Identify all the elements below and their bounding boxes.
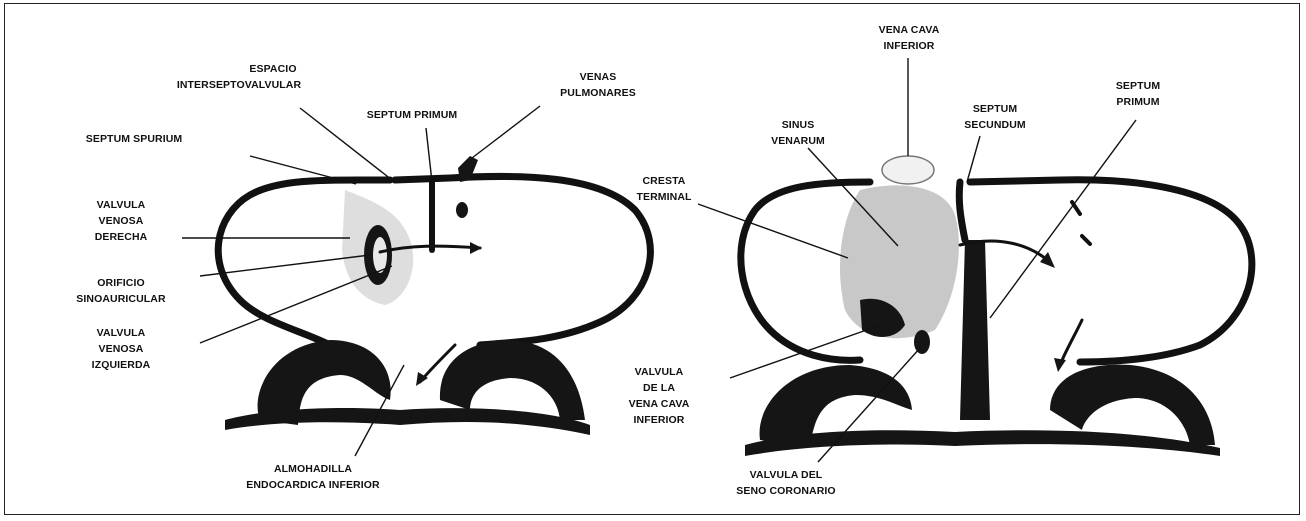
leader-sp-right	[990, 120, 1136, 318]
label-ss-1: SEPTUM	[973, 103, 1018, 115]
right-ventricle-base	[745, 430, 1220, 456]
septum-secundum	[959, 182, 965, 240]
label-espacio-1: ESPACIO	[249, 63, 296, 75]
label-vvci-4: INFERIOR	[634, 414, 685, 426]
label-vvd-3: DERECHA	[95, 231, 148, 243]
label-vci-top-2: INFERIOR	[884, 40, 935, 52]
label-orificio-2: SINOAURICULAR	[76, 293, 166, 305]
left-pulmonary-spot	[456, 202, 468, 218]
label-sp-2: PRIMUM	[1116, 96, 1159, 108]
left-flow-arrowhead	[470, 242, 482, 254]
label-septum-spurium: SEPTUM SPURIUM	[86, 133, 183, 145]
central-septum	[960, 240, 990, 420]
label-venas-1: VENAS	[580, 71, 617, 83]
label-vvi-2: VENOSA	[99, 343, 144, 355]
label-sp-1: SEPTUM	[1116, 80, 1161, 92]
left-heart-diagram	[218, 156, 650, 435]
label-almo-1: ALMOHADILLA	[274, 463, 352, 475]
leader-ss	[967, 136, 980, 182]
right-atrial-wall	[741, 180, 1252, 362]
label-vvci-2: DE LA	[643, 382, 675, 394]
sinoatrial-orifice	[373, 237, 387, 273]
right-down-arrow	[1060, 320, 1082, 365]
label-orificio-1: ORIFICIO	[97, 277, 144, 289]
ivc-oval	[882, 156, 934, 184]
right-down-arrowhead	[1054, 358, 1066, 372]
label-vvci-1: VALVULA	[635, 366, 684, 378]
leader-cresta	[698, 204, 848, 258]
label-septum-primum-left: SEPTUM PRIMUM	[367, 109, 458, 121]
leader-orificio	[200, 255, 370, 276]
label-sinus-1: SINUS	[782, 119, 815, 131]
left-ventricle-base	[225, 408, 590, 435]
label-vvci-3: VENA CAVA	[629, 398, 690, 410]
leader-venas	[472, 106, 540, 158]
left-lower-right-cushion	[440, 340, 585, 420]
label-venas-2: PULMONARES	[560, 87, 636, 99]
coronary-sinus-opening	[914, 330, 930, 354]
label-cresta-2: TERMINAL	[636, 191, 692, 203]
label-vvi-3: IZQUIERDA	[92, 359, 151, 371]
label-vsc-1: VALVULA DEL	[750, 469, 823, 481]
label-vvd-2: VENOSA	[99, 215, 144, 227]
label-espacio-2: INTERSEPTOVALVULAR	[177, 79, 302, 91]
label-vsc-2: SENO CORONARIO	[736, 485, 835, 497]
label-ss-2: SECUNDUM	[964, 119, 1026, 131]
label-sinus-2: VENARUM	[771, 135, 825, 147]
right-la-dashes	[1072, 202, 1090, 244]
label-cresta-1: CRESTA	[643, 175, 686, 187]
label-vvd-1: VALVULA	[97, 199, 146, 211]
leader-septum-primum-left	[426, 128, 432, 182]
label-almo-2: ENDOCARDICA INFERIOR	[246, 479, 380, 491]
label-vvi-1: VALVULA	[97, 327, 146, 339]
label-vci-top-1: VENA CAVA	[879, 24, 940, 36]
right-heart-diagram	[741, 156, 1252, 456]
